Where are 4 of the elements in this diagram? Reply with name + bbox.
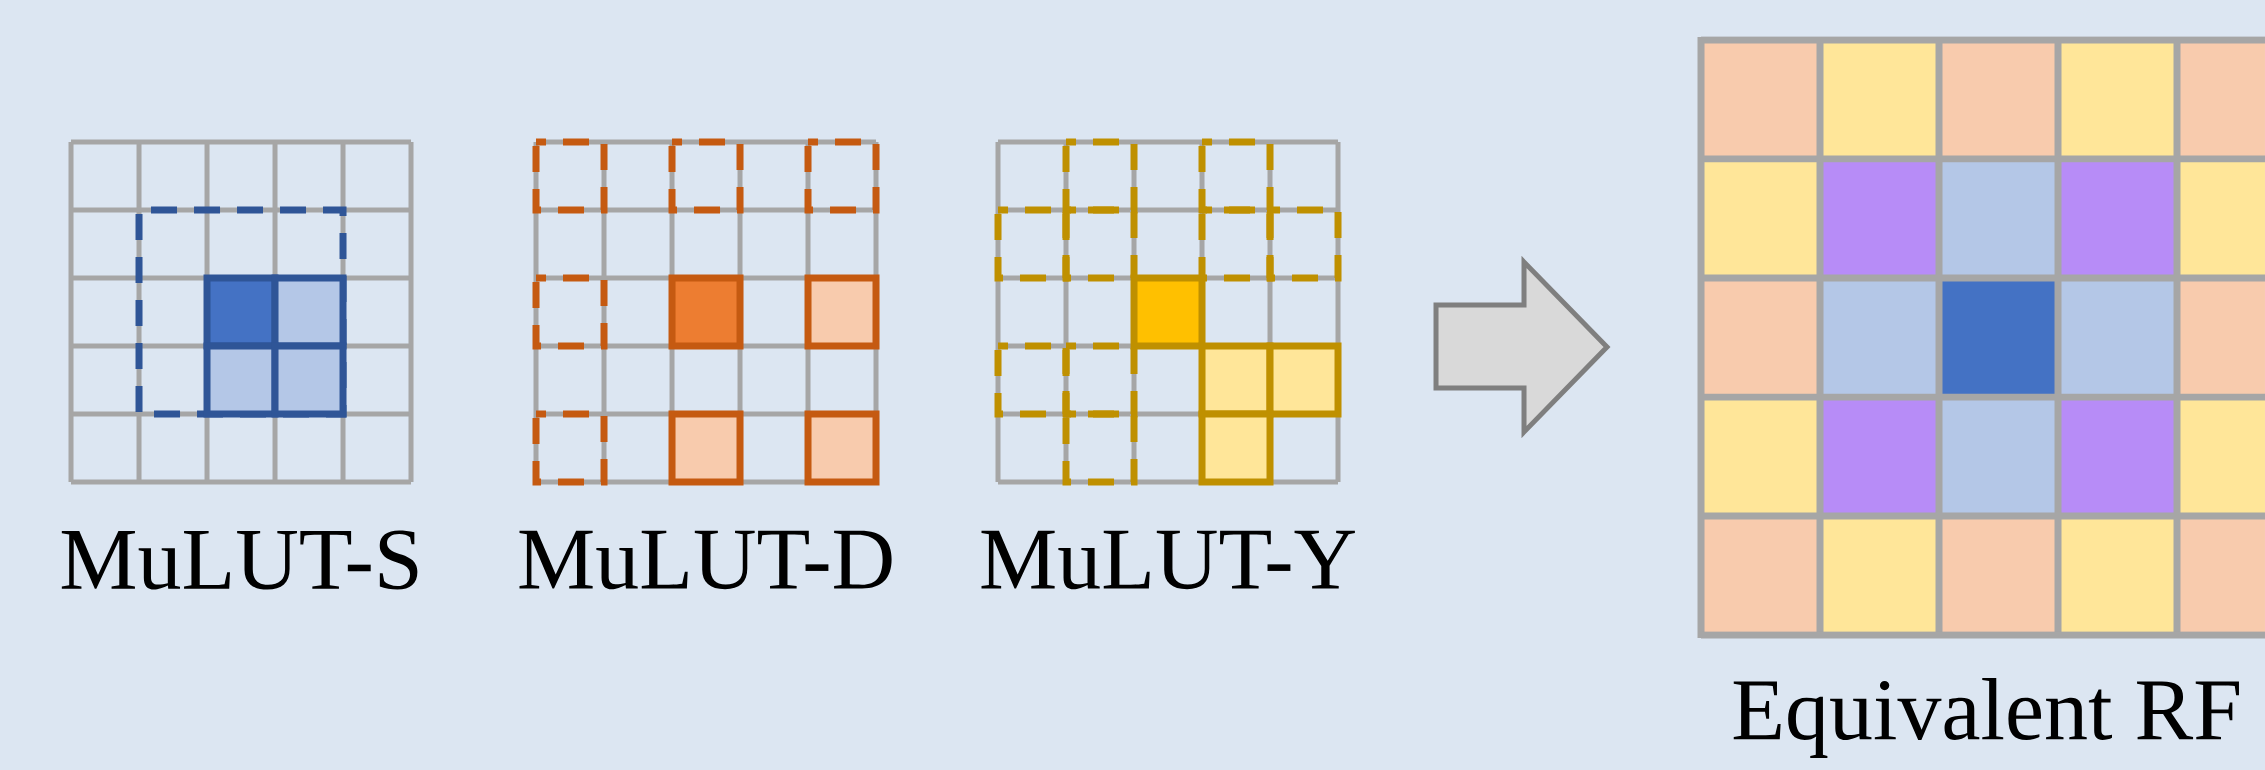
caption-label: MuLUT-Y (981, 530, 1355, 590)
caption-label: MuLUT-D (519, 530, 892, 590)
caption-label: MuLUT-S (61, 530, 418, 590)
caption-label: Equivalent RF (1733, 678, 2239, 758)
